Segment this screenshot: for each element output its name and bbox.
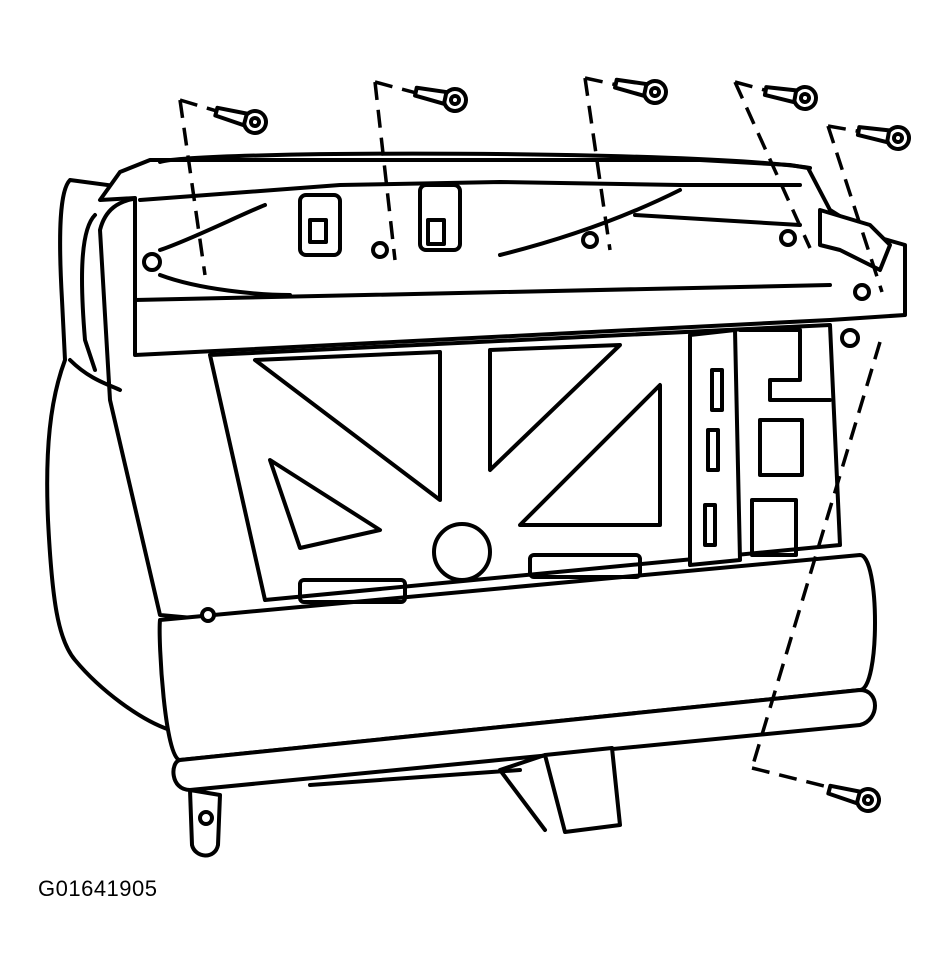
top-mounting-flange bbox=[98, 151, 907, 357]
screw-6 bbox=[826, 783, 881, 813]
screw-2 bbox=[413, 85, 468, 113]
figure-id-label: G01641905 bbox=[38, 876, 158, 901]
screw-1 bbox=[213, 105, 268, 135]
rear-bracket bbox=[208, 323, 842, 602]
housing-left-side bbox=[45, 178, 222, 737]
screw-3 bbox=[613, 77, 668, 105]
screw-5 bbox=[855, 125, 911, 151]
screw-4 bbox=[762, 85, 818, 111]
door-panel bbox=[157, 553, 877, 792]
leader-lines bbox=[178, 76, 884, 792]
latch-bracket bbox=[188, 746, 622, 858]
